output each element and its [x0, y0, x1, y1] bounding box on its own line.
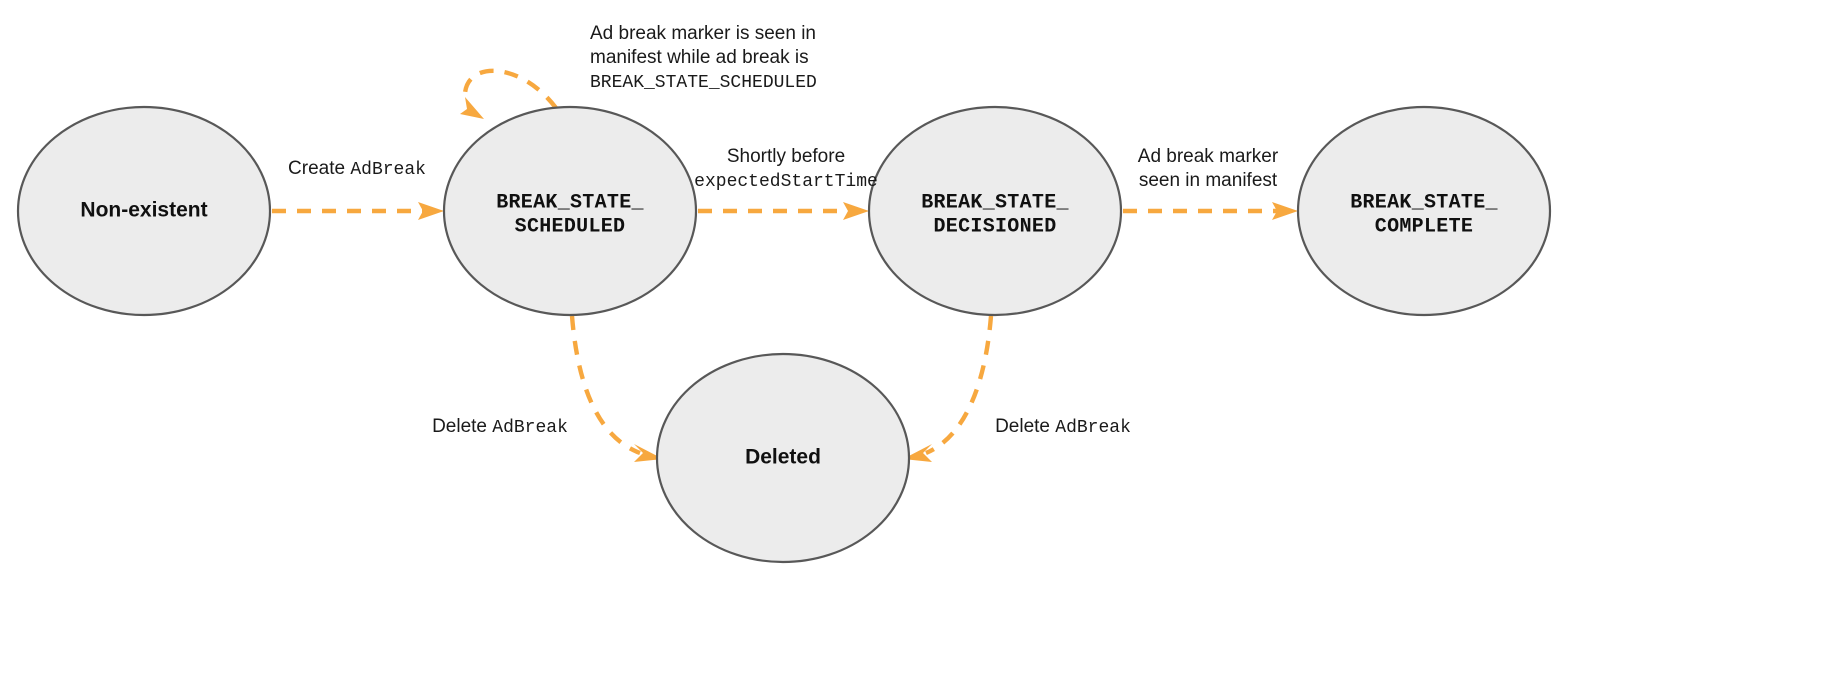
edge-marker-seen-manifest-arrowhead	[1272, 202, 1298, 220]
edge-delete-from-scheduled-line	[569, 315, 641, 456]
node-deleted[interactable]: Deleted	[655, 352, 911, 564]
edge-label-delete-from-decisioned-part-0: Delete	[995, 416, 1055, 437]
edge-label-marker-seen-manifest-line2: seen in manifest	[1139, 170, 1278, 191]
edge-label-create-adbreak-part-1: AdBreak	[350, 160, 426, 180]
edge-shortly-before[interactable]	[698, 202, 869, 220]
node-break-state-scheduled-label-line1: BREAK_STATE_	[496, 191, 644, 214]
node-non-existent[interactable]: Non-existent	[16, 105, 272, 317]
node-break-state-decisioned-shape	[867, 105, 1123, 317]
edge-delete-from-scheduled[interactable]	[569, 315, 663, 462]
edge-delete-from-decisioned-arrowhead	[903, 444, 932, 462]
edge-delete-from-scheduled-arrowhead	[634, 444, 663, 462]
edge-delete-from-decisioned[interactable]	[903, 315, 994, 462]
edge-shortly-before-arrowhead	[843, 202, 869, 220]
node-break-state-decisioned[interactable]: BREAK_STATE_ DECISIONED	[867, 105, 1123, 317]
node-break-state-complete-label-line1: BREAK_STATE_	[1350, 191, 1498, 214]
edge-label-shortly-before-line1: Shortly before	[727, 146, 845, 167]
edge-label-create-adbreak: Create AdBreak	[288, 158, 426, 180]
edge-scheduled-self-loop-line	[462, 68, 558, 110]
edge-label-shortly-before-line2: expectedStartTime	[694, 172, 878, 192]
edge-label-delete-from-scheduled-part-0: Delete	[432, 416, 492, 437]
edge-label-delete-from-decisioned: Delete AdBreak	[995, 416, 1131, 438]
edge-label-scheduled-self-loop-line3: BREAK_STATE_SCHEDULED	[590, 73, 817, 93]
edge-label-layer: Create AdBreak Ad break marker is seen i…	[288, 23, 1279, 438]
node-break-state-decisioned-label-line1: BREAK_STATE_	[921, 191, 1069, 214]
node-break-state-scheduled-label-line2: SCHEDULED	[515, 215, 626, 238]
edge-label-create-adbreak-part-0: Create	[288, 158, 350, 179]
edge-label-scheduled-self-loop-line1: Ad break marker is seen in	[590, 23, 816, 44]
edge-marker-seen-manifest[interactable]	[1123, 202, 1298, 220]
edge-delete-from-decisioned-line	[925, 315, 994, 456]
edge-scheduled-self-loop[interactable]	[460, 68, 558, 119]
edge-create-adbreak-arrowhead	[418, 202, 444, 220]
node-break-state-complete-label-line2: COMPLETE	[1375, 215, 1473, 238]
node-break-state-complete-shape	[1296, 105, 1552, 317]
edge-label-scheduled-self-loop-line2: manifest while ad break is	[590, 47, 809, 68]
edge-layer	[272, 68, 1298, 462]
edge-create-adbreak[interactable]	[272, 202, 444, 220]
edge-scheduled-self-loop-arrowhead	[460, 97, 484, 119]
node-break-state-scheduled-shape	[442, 105, 698, 317]
edge-label-delete-from-scheduled: Delete AdBreak	[432, 416, 568, 438]
node-break-state-decisioned-label-line2: DECISIONED	[933, 215, 1056, 238]
node-non-existent-shape	[16, 105, 272, 317]
edge-label-delete-from-scheduled-part-1: AdBreak	[492, 418, 568, 438]
node-deleted-label: Deleted	[745, 446, 821, 469]
edge-label-marker-seen-manifest-line1: Ad break marker	[1138, 146, 1279, 167]
node-break-state-complete[interactable]: BREAK_STATE_ COMPLETE	[1296, 105, 1552, 317]
node-deleted-shape	[655, 352, 911, 564]
node-break-state-scheduled[interactable]: BREAK_STATE_ SCHEDULED	[442, 105, 698, 317]
edge-label-delete-from-decisioned-part-1: AdBreak	[1055, 418, 1131, 438]
node-layer: Non-existent BREAK_STATE_ SCHEDULED BREA…	[16, 105, 1552, 564]
node-non-existent-label: Non-existent	[80, 199, 207, 222]
